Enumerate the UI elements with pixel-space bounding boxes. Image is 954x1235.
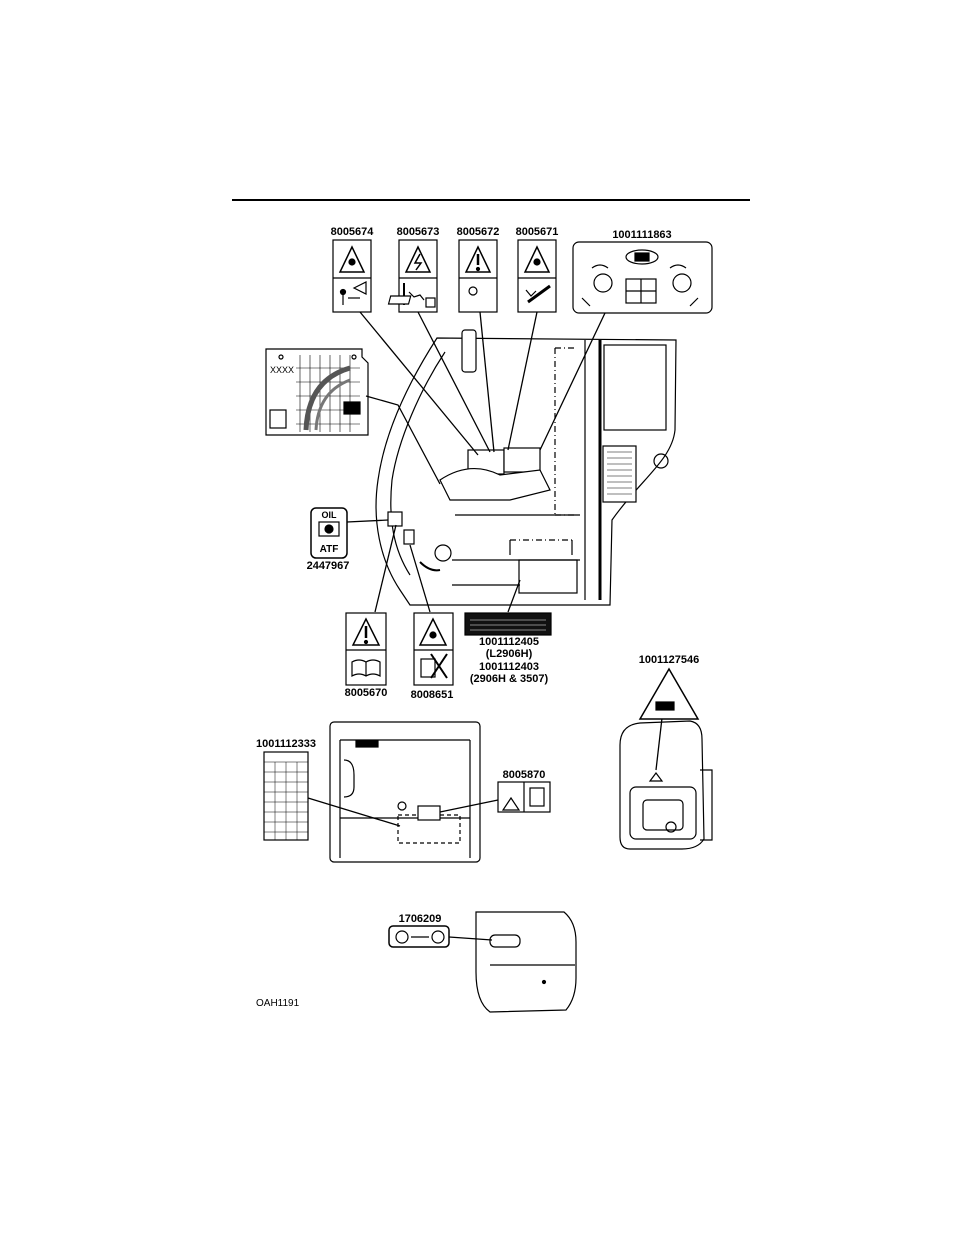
header-rule	[232, 199, 750, 201]
label-1001112403: 1001112403	[479, 661, 539, 673]
decal-8005672	[387, 239, 498, 313]
label-8008651: 8008651	[410, 689, 454, 701]
leader-lines-lower	[307, 717, 663, 941]
label-1001111863: 1001111863	[612, 229, 672, 241]
label-1001112405: 1001112405	[479, 636, 539, 648]
label-2447967: 2447967	[306, 560, 350, 572]
cab-outline	[375, 329, 677, 606]
decal-8008651	[413, 612, 454, 686]
label-8005673: 8005673	[396, 226, 440, 238]
label-8005870: 8005870	[502, 769, 546, 781]
label-8005672: 8005672	[456, 226, 500, 238]
decal-1001111863	[572, 241, 713, 314]
label-8005674: 8005674	[330, 226, 374, 238]
decal-8005670	[345, 612, 387, 686]
figure-id: OAH1191	[256, 998, 300, 1009]
decal-load-chart	[265, 348, 369, 436]
decal-1706209	[388, 925, 450, 948]
plate-1001112405	[464, 612, 552, 636]
label-1001112333: 1001112333	[256, 738, 316, 750]
label-1001127546: 1001127546	[638, 654, 700, 666]
decal-1001112333	[263, 751, 309, 841]
label-1706209: 1706209	[398, 913, 442, 925]
leader-lines	[346, 311, 606, 613]
decal-8005870	[497, 781, 551, 813]
decal-8005671	[517, 239, 557, 313]
joystick-decal-small-number: 1001127546	[658, 713, 681, 718]
atf-text: ATF	[320, 544, 339, 555]
label-8005670: 8005670	[344, 687, 388, 699]
joystick-console	[619, 720, 713, 850]
storage-compartment	[329, 721, 481, 863]
decal-1001127546	[638, 667, 700, 720]
oil-text: OIL	[322, 510, 338, 520]
label-models: (2906H & 3507)	[469, 673, 549, 685]
label-8005671: 8005671	[515, 226, 559, 238]
decal-8005674	[332, 239, 372, 313]
load-chart-code: XXXX	[270, 365, 294, 375]
label-l2906h: (L2906H)	[485, 648, 533, 660]
decal-2447967	[310, 507, 348, 559]
side-panel	[475, 911, 577, 1013]
